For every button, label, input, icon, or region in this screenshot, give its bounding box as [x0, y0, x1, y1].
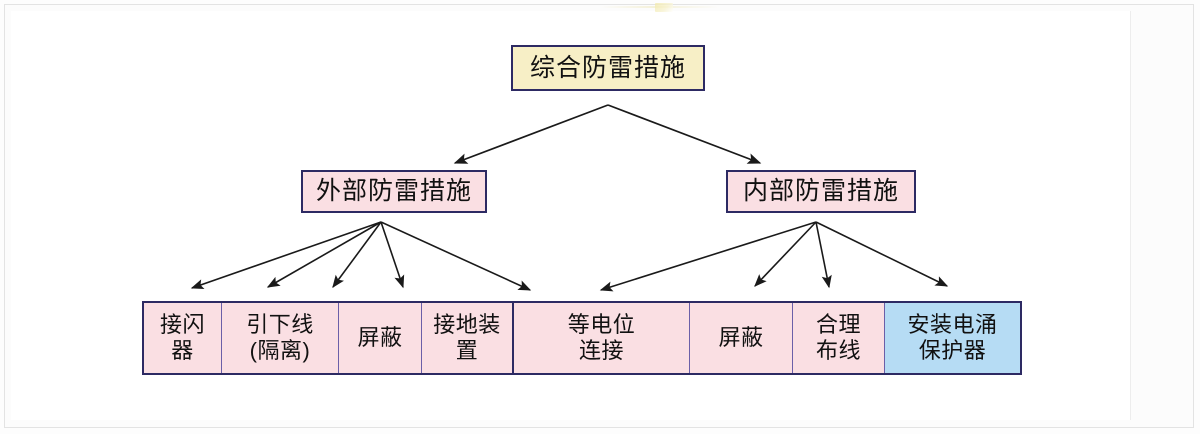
leaf-node-strip: 接闪 器 引下线 (隔离) 屏蔽 接地装 置 等电位 连接 屏蔽 合理 布线 安…: [142, 301, 1022, 375]
leaf-node-air-termination[interactable]: 接闪 器: [144, 303, 222, 373]
leaf-node-shielding-external[interactable]: 屏蔽: [339, 303, 422, 373]
leaf-node-rational-wiring[interactable]: 合理 布线: [793, 303, 885, 373]
scan-artifact: [655, 3, 673, 12]
leaf-node-down-conductor[interactable]: 引下线 (隔离): [222, 303, 339, 373]
leaf-node-shielding-internal[interactable]: 屏蔽: [690, 303, 793, 373]
node-external-lightning-protection[interactable]: 外部防雷措施: [301, 170, 487, 213]
leaf-node-equipotential-bonding[interactable]: 等电位 连接: [514, 303, 690, 373]
node-internal-lightning-protection[interactable]: 内部防雷措施: [726, 170, 916, 213]
node-root-comprehensive-lightning-protection[interactable]: 综合防雷措施: [511, 45, 705, 91]
leaf-node-install-surge-protector[interactable]: 安装电涌 保护器: [885, 303, 1020, 373]
leaf-node-earthing-device[interactable]: 接地装 置: [422, 303, 514, 373]
